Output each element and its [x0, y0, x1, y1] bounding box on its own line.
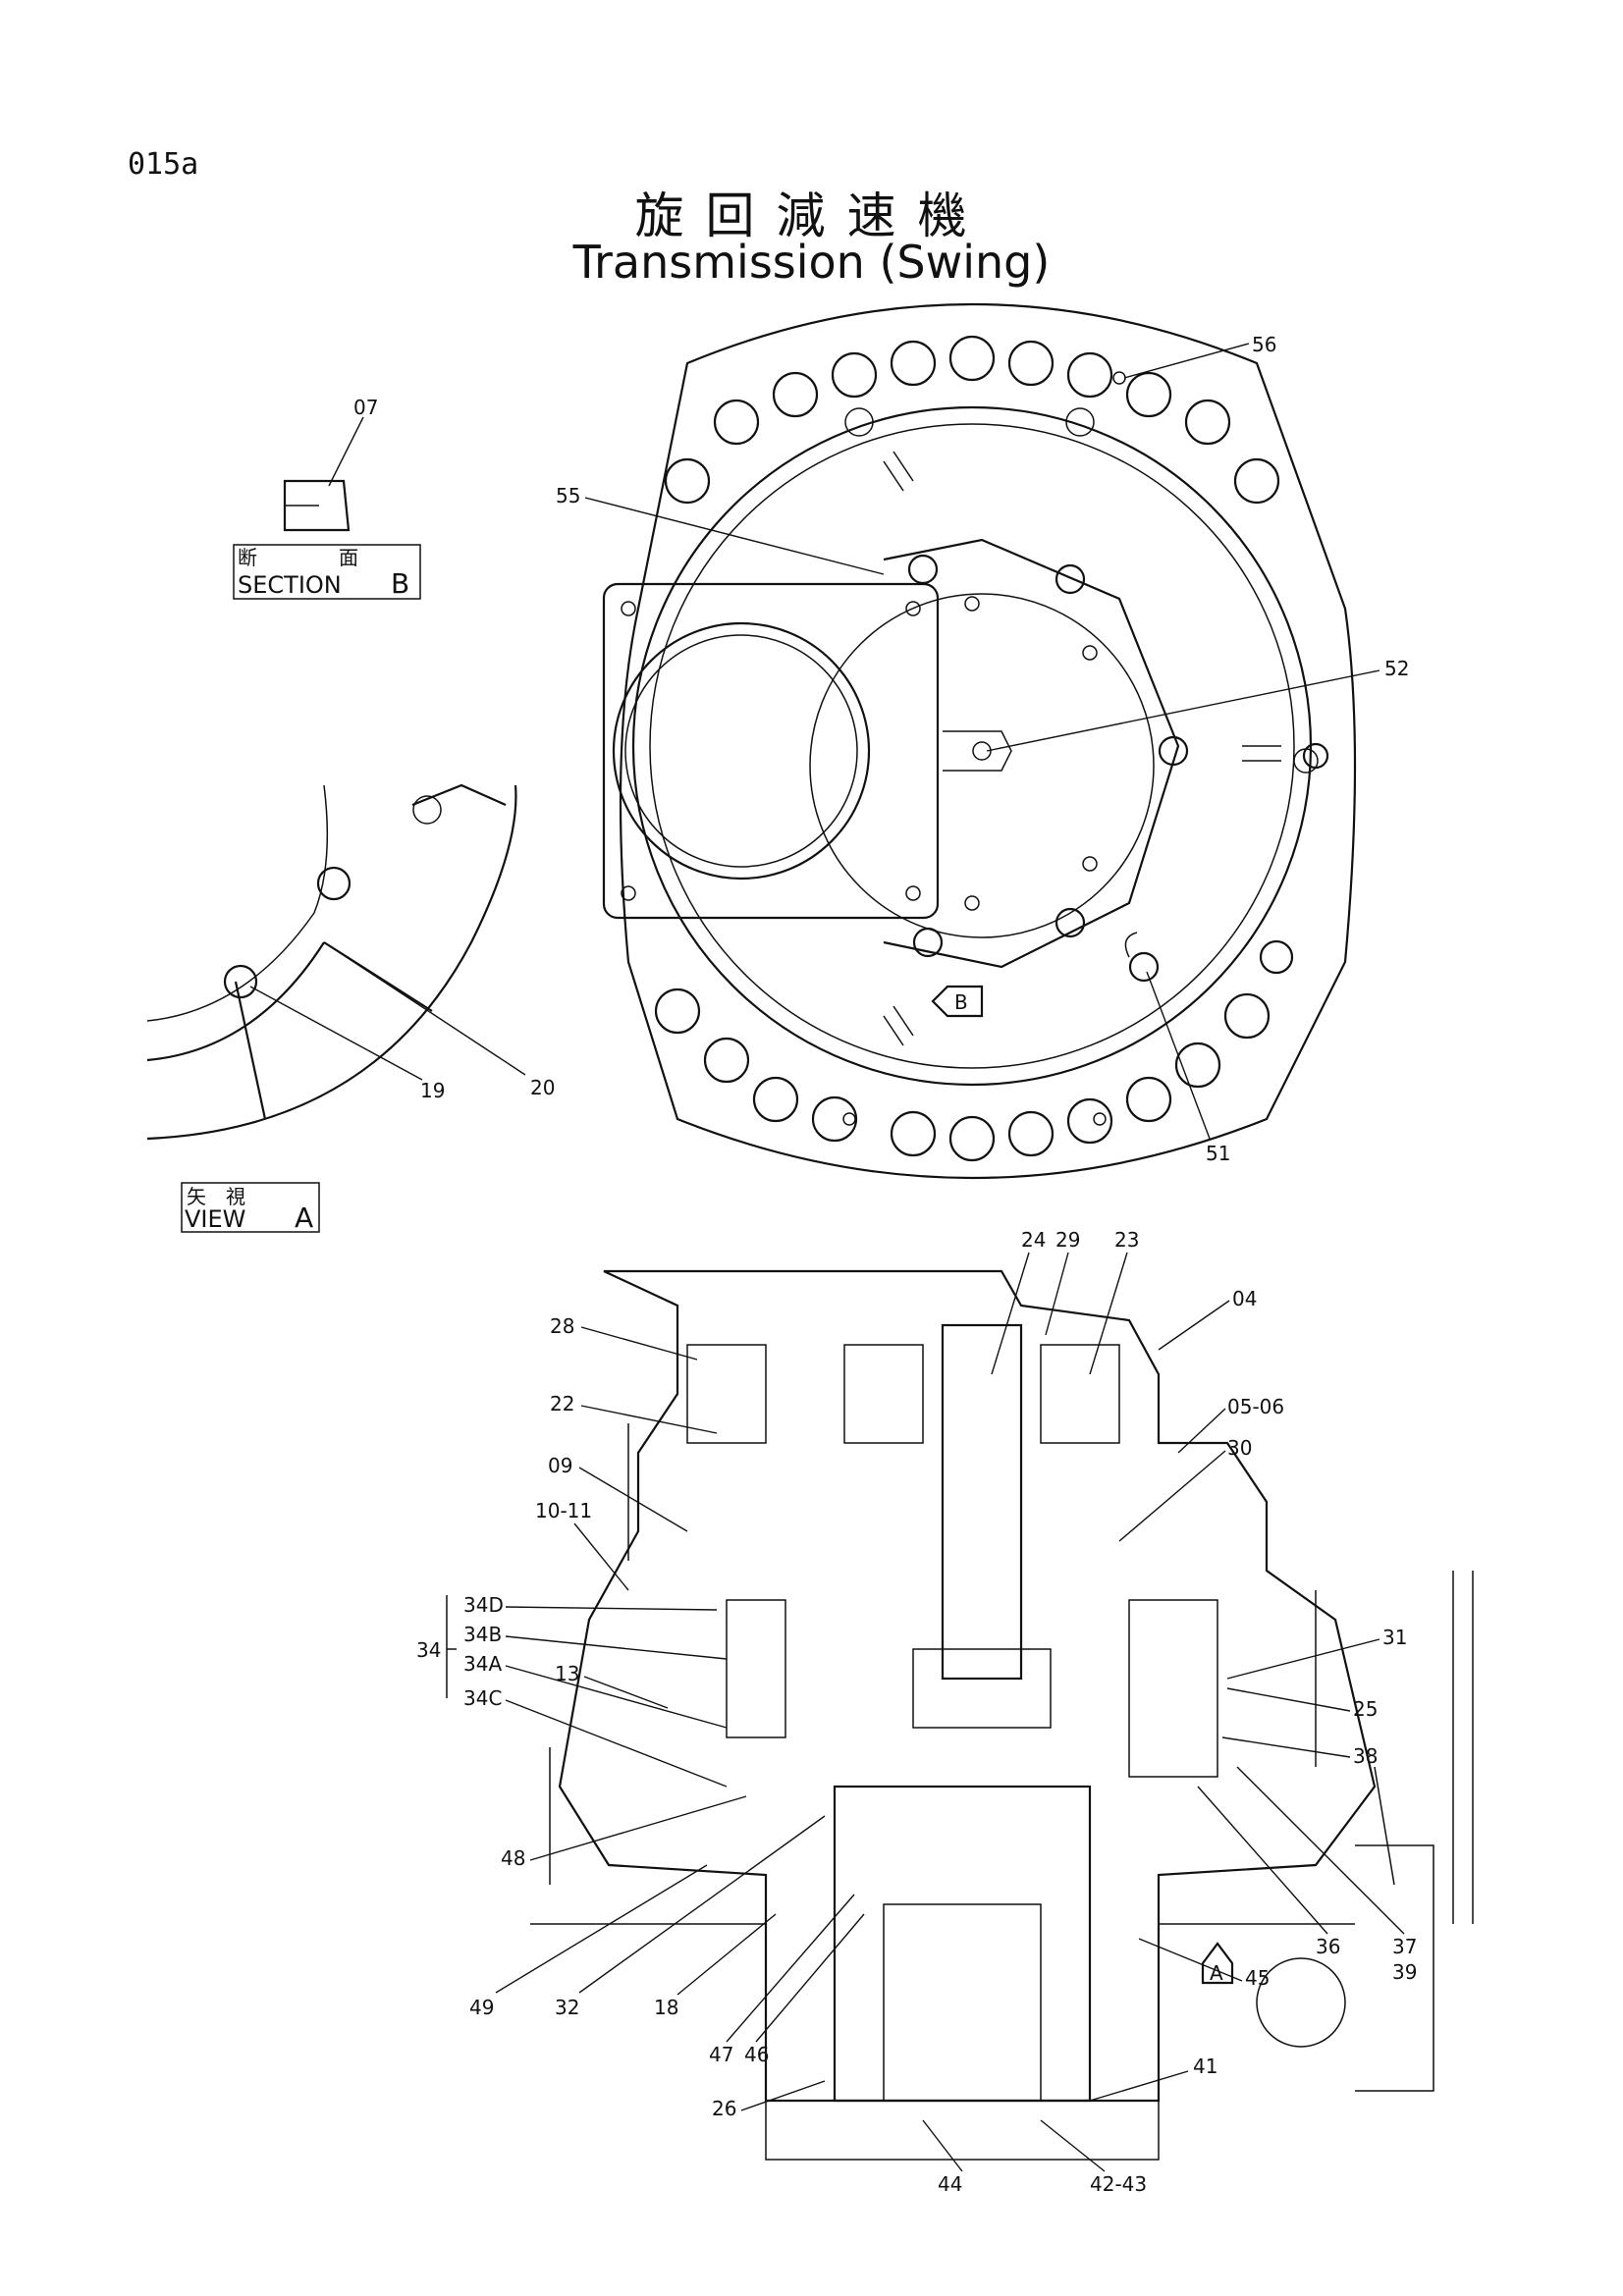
section-box-letter: B: [391, 567, 409, 600]
page-number: 015a: [128, 147, 199, 182]
section-b-arrow: B: [931, 985, 984, 1018]
a-arrow-letter: A: [1210, 1961, 1223, 1985]
title-english: Transmission (Swing): [572, 236, 1051, 289]
callout-29: 29: [1055, 1228, 1080, 1252]
callout-56: 56: [1252, 333, 1276, 356]
callout-20: 20: [530, 1076, 555, 1099]
callouts-top-view: 56 55 52 51: [556, 333, 1409, 1165]
callout-47: 47: [709, 2043, 733, 2066]
callouts-section-view: 24 29 23 04 28 22 05-06 09 30 10-11 34D …: [416, 1228, 1417, 2196]
callout-52: 52: [1384, 657, 1409, 680]
view-box-en: VIEW: [185, 1205, 245, 1233]
callout-19: 19: [420, 1079, 445, 1102]
callout-23: 23: [1114, 1228, 1139, 1252]
callout-41: 41: [1193, 2055, 1217, 2078]
callout-22: 22: [550, 1392, 574, 1415]
callout-37: 37: [1392, 1935, 1417, 1958]
callout-46: 46: [744, 2043, 769, 2066]
callout-18: 18: [654, 1996, 678, 2019]
callout-55: 55: [556, 484, 580, 507]
side-section-view: [530, 1269, 1474, 2161]
callout-34C: 34C: [463, 1686, 502, 1710]
callout-10-11: 10-11: [535, 1499, 592, 1522]
section-b-detail: 07 断 面 SECTION B: [233, 396, 421, 600]
title-japanese: 旋回減速機: [634, 187, 989, 244]
callout-48: 48: [501, 1846, 525, 1870]
section-box-jp-left: 断: [238, 546, 257, 569]
callout-31: 31: [1382, 1626, 1407, 1649]
callout-34B: 34B: [463, 1623, 502, 1646]
view-a-detail: 20 19 矢 視 VIEW A: [146, 783, 555, 1234]
callout-30: 30: [1227, 1436, 1252, 1460]
callout-34D: 34D: [463, 1593, 504, 1617]
callout-38: 38: [1353, 1744, 1378, 1768]
view-box-jp-left: 矢: [187, 1185, 206, 1208]
callout-45: 45: [1245, 1966, 1270, 1990]
callout-34A: 34A: [463, 1652, 502, 1676]
view-box-jp-right: 視: [226, 1185, 245, 1208]
section-box-en: SECTION: [238, 571, 342, 599]
section-box-jp-right: 面: [339, 546, 358, 569]
callout-36: 36: [1316, 1935, 1340, 1958]
callout-05-06: 05-06: [1227, 1395, 1284, 1418]
callout-13: 13: [555, 1662, 579, 1685]
callout-32: 32: [555, 1996, 579, 2019]
callout-24: 24: [1021, 1228, 1046, 1252]
callout-49: 49: [469, 1996, 494, 2019]
view-a-box: [181, 1182, 320, 1233]
b-arrow-letter: B: [954, 990, 968, 1014]
callout-26: 26: [712, 2097, 736, 2120]
callout-51: 51: [1206, 1142, 1230, 1165]
bolt-circle: [654, 335, 1329, 1162]
view-a-arrow: A: [1201, 1942, 1234, 1985]
callout-28: 28: [550, 1314, 574, 1338]
callout-09: 09: [548, 1454, 572, 1477]
cover-plate: [602, 582, 940, 920]
top-view-housing: [602, 302, 1357, 1180]
shaft: [941, 1323, 1023, 1681]
callout-07: 07: [353, 396, 378, 419]
callout-39: 39: [1392, 1960, 1417, 1984]
section-b-box: [233, 544, 421, 600]
callout-34: 34: [416, 1638, 441, 1662]
output-shaft: [833, 1785, 1092, 2103]
callout-25: 25: [1353, 1697, 1378, 1721]
view-box-letter: A: [295, 1201, 313, 1234]
callout-04: 04: [1232, 1287, 1257, 1310]
callout-44: 44: [938, 2172, 962, 2196]
callout-42-43: 42-43: [1090, 2172, 1147, 2196]
